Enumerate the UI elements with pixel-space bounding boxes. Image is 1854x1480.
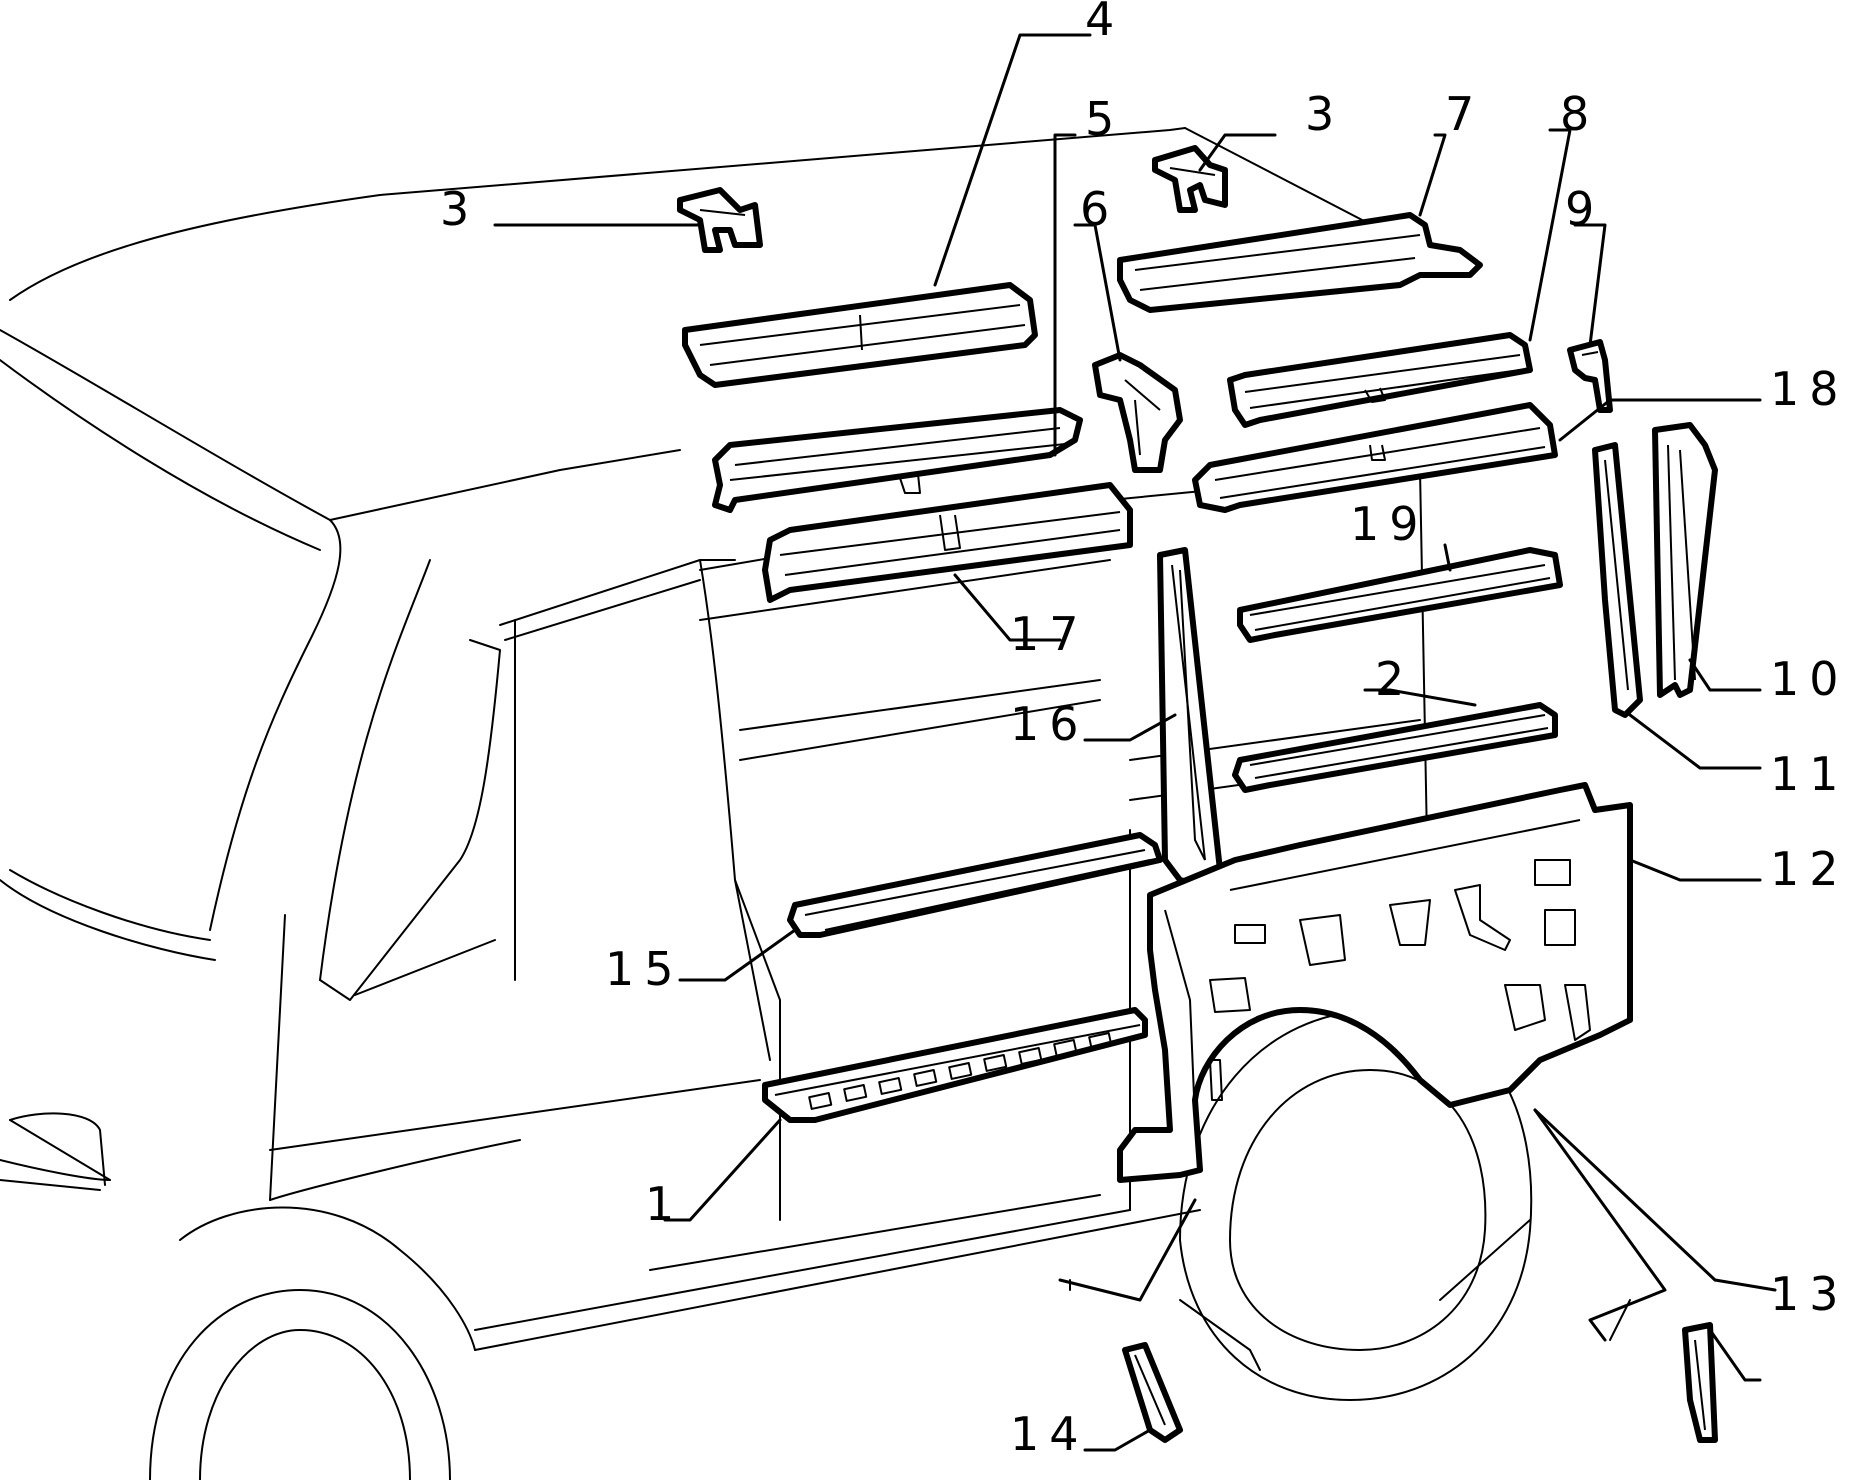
callout-3-rear: 3 bbox=[1305, 87, 1344, 141]
callout-5: 5 bbox=[1085, 92, 1124, 146]
callout-15: 15 bbox=[605, 942, 684, 996]
part-18-roof-crossmember bbox=[1192, 402, 1558, 513]
part-13-small-bracket bbox=[1682, 1322, 1718, 1443]
callout-17: 17 bbox=[1010, 607, 1089, 661]
part-12-side-panel bbox=[1117, 782, 1633, 1183]
part-8-roof-crossmember bbox=[1227, 332, 1533, 428]
callout-3-front: 3 bbox=[440, 182, 479, 236]
part-10-rear-pillar bbox=[1652, 422, 1718, 698]
part-6-pillar-bracket bbox=[1092, 352, 1183, 473]
part-5-roof-crossmember bbox=[712, 407, 1083, 513]
part-4-roof-bow bbox=[682, 282, 1038, 388]
callout-9: 9 bbox=[1565, 182, 1604, 236]
leader-lines bbox=[493, 33, 1777, 1452]
part-7-roof-rail bbox=[1117, 212, 1483, 313]
callout-11: 11 bbox=[1770, 747, 1849, 801]
callout-labels: 3 4 5 6 3 7 8 9 18 19 17 2 16 10 11 12 1… bbox=[440, 0, 1849, 1461]
part-19-side-rail bbox=[1237, 547, 1563, 643]
part-17-roof-crossmember bbox=[762, 482, 1133, 603]
callout-13: 13 bbox=[1770, 1267, 1849, 1321]
part-3-roof-bracket-rear bbox=[1152, 145, 1228, 213]
callout-1: 1 bbox=[645, 1177, 684, 1231]
part-9-corner-bracket bbox=[1567, 339, 1613, 413]
callout-8: 8 bbox=[1560, 87, 1599, 141]
part-3-roof-bracket-front bbox=[677, 187, 763, 253]
callout-12: 12 bbox=[1770, 842, 1849, 896]
parts bbox=[677, 145, 1718, 1443]
part-15-lower-rail bbox=[787, 832, 1163, 938]
callout-18: 18 bbox=[1770, 362, 1849, 416]
part-1-sill bbox=[762, 1007, 1148, 1123]
callout-2: 2 bbox=[1375, 652, 1414, 706]
callout-10: 10 bbox=[1770, 652, 1849, 706]
part-2-side-rail bbox=[1232, 702, 1558, 793]
callout-16: 16 bbox=[1010, 697, 1089, 751]
callout-4: 4 bbox=[1085, 0, 1124, 46]
part-14-small-bracket bbox=[1122, 1342, 1183, 1443]
callout-14: 14 bbox=[1010, 1407, 1089, 1461]
callout-19: 19 bbox=[1350, 497, 1429, 551]
part-11-rear-pillar bbox=[1592, 442, 1643, 718]
callout-6: 6 bbox=[1080, 182, 1119, 236]
callout-7: 7 bbox=[1445, 87, 1484, 141]
